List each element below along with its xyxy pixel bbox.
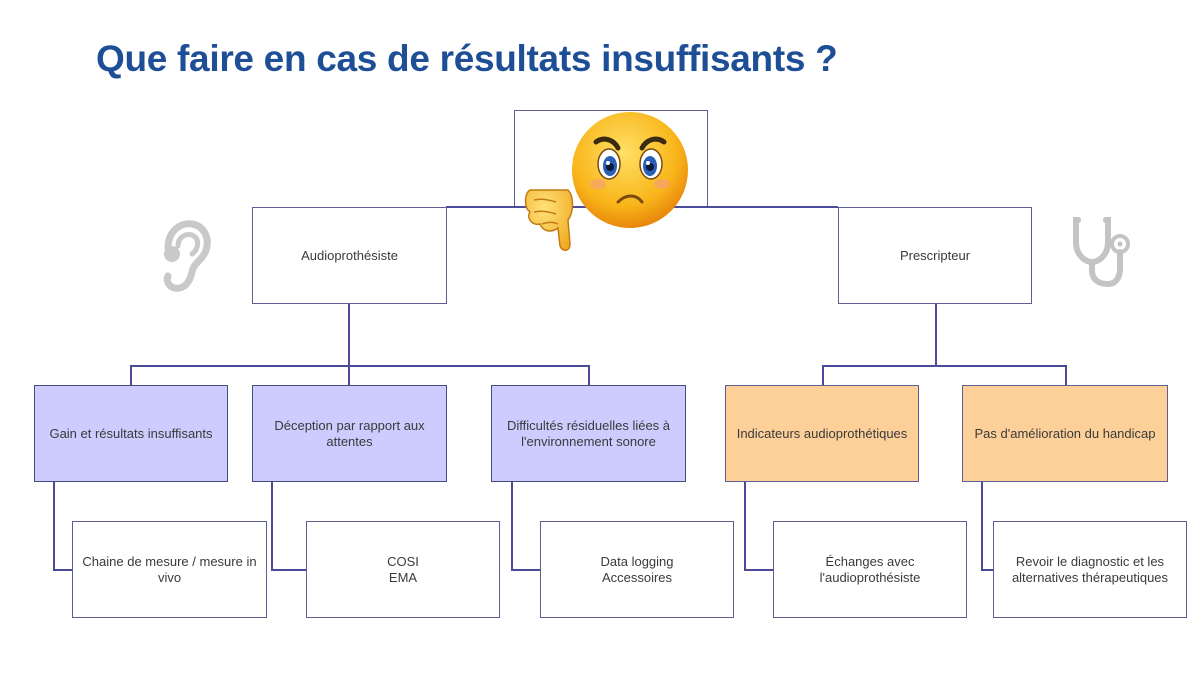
angry-face-thumbs-down-emoji [524,112,688,251]
issue-label: Pas d'amélioration du handicap [974,425,1156,441]
connector [935,304,937,366]
action-box: COSI EMA [306,521,500,618]
connector [348,365,350,385]
stethoscope-icon [1073,217,1130,288]
action-label: Échanges avec l'audioprothésiste [819,553,921,585]
connector [348,304,350,366]
connector [981,482,983,570]
action-box: Chaine de mesure / mesure in vivo [72,521,267,618]
issue-box: Pas d'amélioration du handicap [962,385,1168,482]
issue-box: Difficultés résiduelles liées à l'enviro… [491,385,686,482]
connector [130,365,132,385]
connector [53,569,73,571]
action-label: COSI EMA [387,553,419,585]
connector [1065,365,1067,385]
issue-box: Gain et résultats insuffisants [34,385,228,482]
action-box: Revoir le diagnostic et les alternatives… [993,521,1187,618]
action-label: Data logging Accessoires [600,553,674,585]
issue-label: Indicateurs audioprothétiques [736,425,908,441]
connector [271,569,307,571]
connector [53,482,55,570]
issue-label: Difficultés résiduelles liées à l'enviro… [506,417,671,449]
action-label: Chaine de mesure / mesure in vivo [82,553,257,585]
action-label: Revoir le diagnostic et les alternatives… [1011,553,1169,585]
connector [744,482,746,570]
branch-audioprothesiste: Audioprothésiste [252,207,447,304]
branch-label: Prescripteur [899,247,971,263]
connector [130,365,589,367]
connector [744,569,774,571]
connector [981,569,994,571]
connector [822,365,824,385]
connector [588,365,590,385]
branch-label: Audioprothésiste [301,247,398,263]
connector [511,569,541,571]
issue-box: Déception par rapport aux attentes [252,385,447,482]
action-box: Data logging Accessoires [540,521,734,618]
action-box: Échanges avec l'audioprothésiste [773,521,967,618]
ear-icon [163,220,211,292]
connector [271,482,273,570]
issue-box: Indicateurs audioprothétiques [725,385,919,482]
connector [822,365,1066,367]
slide-title: Que faire en cas de résultats insuffisan… [96,38,838,79]
issue-label: Gain et résultats insuffisants [49,425,213,441]
branch-prescripteur: Prescripteur [838,207,1032,304]
connector [511,482,513,570]
issue-label: Déception par rapport aux attentes [274,417,425,449]
